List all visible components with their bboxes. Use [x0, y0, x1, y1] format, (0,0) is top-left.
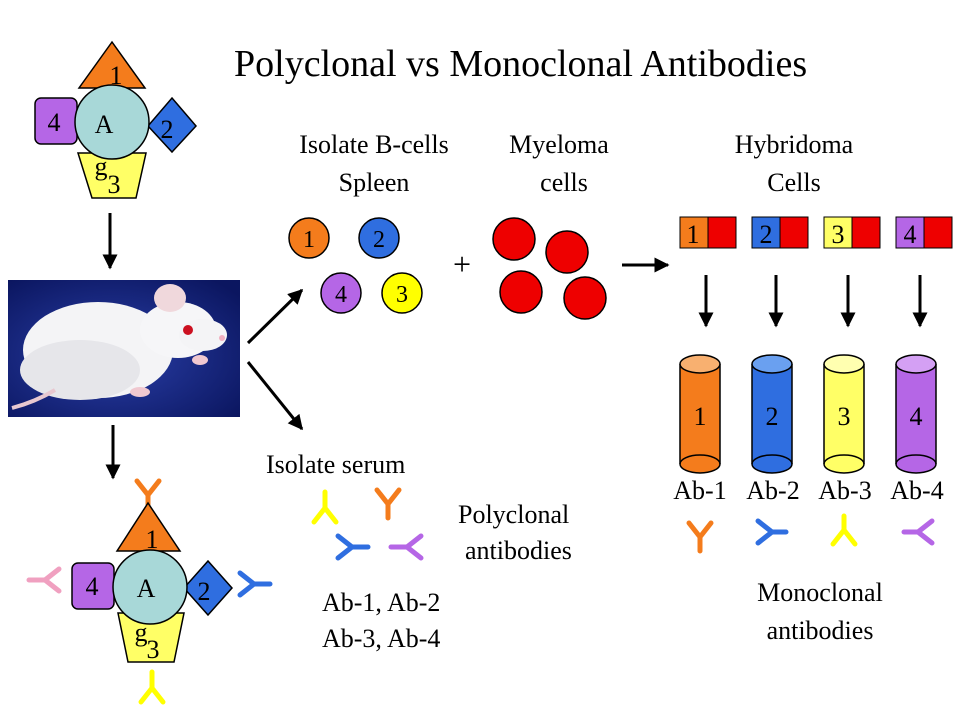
- antigen-core-label: A: [137, 574, 156, 603]
- hybridoma-3-label: 3: [832, 220, 845, 249]
- epitope-3-label: 3: [147, 635, 160, 664]
- bcell-1-label: 1: [303, 227, 315, 253]
- mouse-photo: [8, 280, 240, 417]
- hybridoma-heading-line2: Cells: [767, 168, 821, 197]
- antibody-icon: [374, 487, 402, 521]
- myeloma-heading-line2: cells: [540, 168, 588, 197]
- polyclonal-ab-line2: Ab-3, Ab-4: [322, 624, 441, 653]
- antigen-core-label: A: [95, 110, 114, 139]
- antibody-icon: [26, 566, 62, 594]
- antibody-icon: [335, 533, 371, 561]
- antibody-icon: [388, 533, 424, 561]
- monoclonal-label-line1: Monoclonal: [757, 578, 883, 607]
- epitope-1-label: 1: [110, 61, 123, 90]
- epitope-1-label: 1: [146, 525, 159, 554]
- antibody-icon: [311, 489, 339, 525]
- hybridoma-1-label: 1: [687, 220, 700, 249]
- myeloma-cell: [545, 230, 589, 274]
- hybridoma-4-label: 4: [904, 220, 917, 249]
- epitope-3-g-label: g: [95, 152, 108, 181]
- bcell-3-label: 3: [396, 282, 408, 308]
- cylinder-4-label: 4: [910, 402, 923, 431]
- isolate-serum-label: Isolate serum: [266, 450, 406, 479]
- antibody-icon: [138, 669, 166, 705]
- hybridoma-group: 1 2 3 4: [679, 216, 953, 249]
- plus-sign: +: [453, 246, 471, 282]
- polyclonal-label-line1: Polyclonal: [458, 500, 570, 529]
- bcell-4-label: 4: [335, 282, 347, 308]
- cylinder-2: [751, 354, 793, 474]
- cylinder-4: [895, 354, 937, 474]
- antibody-label-3: Ab-3: [818, 476, 872, 505]
- antibody-icon: [237, 570, 273, 598]
- cylinder-1: [679, 354, 721, 474]
- bcells-heading-line2: Spleen: [338, 168, 410, 197]
- bcell-2: [358, 217, 400, 259]
- antibody-label-4: Ab-4: [890, 476, 944, 505]
- cylinder-1-label: 1: [694, 402, 707, 431]
- antigen-top: 1 4 2 g 3 A: [34, 40, 198, 199]
- myeloma-cell: [563, 276, 607, 320]
- cylinder-2-label: 2: [766, 402, 779, 431]
- antibody-label-1: Ab-1: [673, 476, 727, 505]
- monoclonal-label-line2: antibodies: [766, 616, 874, 645]
- polyclonal-ab-line1: Ab-1, Ab-2: [322, 588, 441, 617]
- myeloma-group: [492, 217, 607, 320]
- epitope-4-label: 4: [86, 572, 99, 601]
- bcell-1: [288, 217, 330, 259]
- antibody-label-2: Ab-2: [746, 476, 800, 505]
- bcells-heading-line1: Isolate B-cells: [299, 130, 449, 159]
- antibody-icon: [686, 520, 714, 554]
- epitope-3-label: 3: [108, 170, 121, 199]
- epitope-2-diamond: [182, 559, 234, 617]
- epitope-2-diamond: [146, 96, 198, 154]
- epitope-2-label: 2: [198, 577, 211, 606]
- antigen-core: [74, 84, 150, 160]
- cylinder-3-label: 3: [838, 402, 851, 431]
- hybridoma-heading-line1: Hybridoma: [734, 130, 854, 159]
- arrow-mouse-to-serum: [246, 361, 304, 431]
- epitope-2-label: 2: [161, 115, 174, 144]
- polyclonal-label-line2: antibodies: [465, 536, 572, 565]
- antibody-icon: [901, 518, 935, 546]
- bcell-3: [381, 272, 423, 314]
- myeloma-cell: [492, 217, 536, 261]
- bcell-2-label: 2: [373, 227, 385, 253]
- bcell-group: 1 2 4 3: [288, 217, 423, 314]
- arrow-mouse-to-bcells: [246, 288, 304, 345]
- cylinder-3: [823, 354, 865, 474]
- antibody-icon: [830, 513, 858, 547]
- epitope-4-label: 4: [48, 108, 61, 137]
- antigen-bottom: 1 4 2 g 3 A: [26, 478, 273, 705]
- antibody-icon: [755, 518, 789, 546]
- myeloma-cell: [499, 270, 543, 314]
- antigen-core: [112, 549, 188, 625]
- epitope-3-g-label: g: [135, 618, 148, 647]
- bcell-4: [320, 272, 362, 314]
- myeloma-heading-line1: Myeloma: [509, 130, 609, 159]
- hybridoma-2-label: 2: [760, 220, 773, 249]
- page-title: Polyclonal vs Monoclonal Antibodies: [234, 43, 808, 85]
